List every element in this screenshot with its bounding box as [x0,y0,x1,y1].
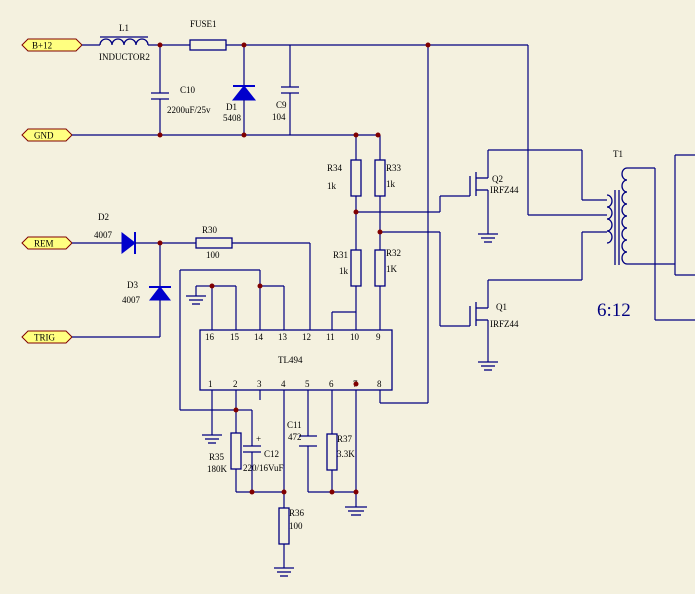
svg-text:Q1: Q1 [496,302,507,312]
svg-text:5: 5 [305,379,310,389]
resistor-r30: R30 100 [195,225,311,330]
svg-text:5408: 5408 [223,113,242,123]
port-rem[interactable]: REM [21,236,73,250]
svg-text:L1: L1 [119,23,129,33]
port-gnd[interactable]: GND [21,128,73,142]
resistor-r37: R37 3.3K [326,433,355,471]
svg-text:6:12: 6:12 [597,300,631,321]
svg-text:4: 4 [281,379,286,389]
ic-tl494: TL494 [199,329,393,391]
svg-text:TL494: TL494 [278,355,303,365]
svg-text:Q2: Q2 [492,174,503,184]
svg-text:16: 16 [205,332,215,342]
svg-text:D3: D3 [127,280,138,290]
svg-text:1K: 1K [386,264,398,274]
svg-text:R31: R31 [333,250,348,260]
svg-text:1: 1 [208,379,213,389]
svg-text:D2: D2 [98,212,109,222]
svg-text:R36: R36 [289,508,305,518]
svg-text:C9: C9 [276,100,287,110]
resistor-r35: R35 180K [207,432,284,493]
svg-text:D1: D1 [226,102,237,112]
diode-d2: D2 4007 [72,212,196,255]
port-bplus[interactable]: B+12 [21,38,83,52]
svg-text:TRIG: TRIG [34,333,55,343]
mosfet-q2: Q2 IRFZ44 [469,149,607,243]
svg-text:IRFZ44: IRFZ44 [490,185,519,195]
capacitor-c9: C9 104 [272,45,299,135]
capacitor-c11: C11 472 [287,420,317,447]
svg-text:8: 8 [377,379,382,389]
svg-text:3: 3 [257,379,262,389]
svg-text:R37: R37 [337,434,353,444]
svg-text:472: 472 [288,432,302,442]
svg-text:R30: R30 [202,225,218,235]
diode-d3: D3 4007 [72,243,172,338]
svg-text:C11: C11 [287,420,302,430]
ground-pin7 [345,506,367,516]
capacitor-c10: C10 2200uF/25v [151,45,211,135]
svg-text:6: 6 [329,379,334,389]
svg-text:INDUCTOR2: INDUCTOR2 [99,52,150,62]
capacitor-c12: + C12 220/16VuF [236,409,283,492]
svg-text:10: 10 [350,332,360,342]
fuse-1: FUSE1 [189,19,227,51]
svg-text:1k: 1k [327,181,337,191]
svg-text:11: 11 [326,332,335,342]
svg-text:100: 100 [206,250,220,260]
svg-text:12: 12 [302,332,311,342]
svg-text:2200uF/25v: 2200uF/25v [167,105,211,115]
svg-text:R32: R32 [386,248,401,258]
junction-dots [157,42,431,495]
svg-text:T1: T1 [613,149,623,159]
svg-text:14: 14 [254,332,264,342]
svg-text:1k: 1k [339,266,349,276]
svg-text:B+12: B+12 [32,41,52,51]
svg-text:220/16VuF: 220/16VuF [243,463,283,473]
svg-text:R33: R33 [386,163,402,173]
ic-pin-labels-top: 16 15 14 13 12 11 10 9 [205,332,381,342]
svg-text:R35: R35 [209,452,225,462]
svg-text:R34: R34 [327,163,343,173]
svg-text:9: 9 [376,332,381,342]
svg-text:4007: 4007 [94,230,113,240]
diode-d1: D1 5408 [223,45,257,135]
svg-text:GND: GND [34,131,54,141]
svg-text:+: + [256,434,261,444]
svg-text:104: 104 [272,112,286,122]
svg-text:15: 15 [230,332,240,342]
svg-text:4007: 4007 [122,295,141,305]
svg-text:1k: 1k [386,179,396,189]
svg-text:2: 2 [233,379,238,389]
port-trig[interactable]: TRIG [21,330,73,344]
resistor-r36: R36 100 [274,507,305,577]
svg-text:FUSE1: FUSE1 [190,19,217,29]
svg-text:REM: REM [34,239,54,249]
svg-text:13: 13 [278,332,288,342]
gate-resistor-network: R34 1k R33 1k R31 1k R32 1K [327,135,470,330]
supply-rail [82,44,607,216]
inductor-l1: L1 INDUCTOR2 [99,23,150,62]
mosfet-q1: Q1 IRFZ44 [469,231,607,371]
svg-text:C12: C12 [264,449,279,459]
svg-text:3.3K: 3.3K [337,449,355,459]
svg-text:C10: C10 [180,85,196,95]
svg-text:180K: 180K [207,464,228,474]
svg-text:100: 100 [289,521,303,531]
ic-top-wiring [179,269,356,411]
svg-text:IRFZ44: IRFZ44 [490,319,519,329]
transformer-t1: T1 6:12 [597,149,695,321]
